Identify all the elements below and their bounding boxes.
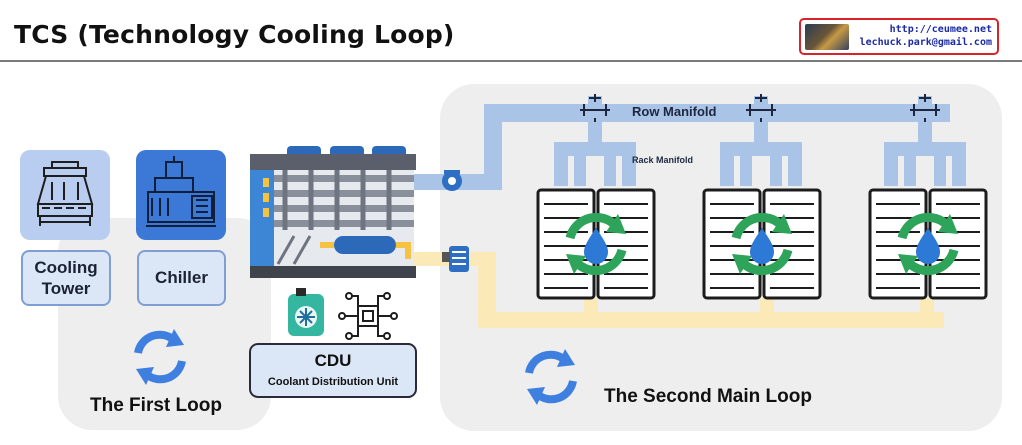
cdu-label-box: CDU Coolant Distribution Unit bbox=[249, 343, 417, 398]
chiller-icon bbox=[146, 156, 216, 227]
cdu-unit-icon bbox=[250, 146, 416, 278]
return-pipe bbox=[414, 252, 944, 328]
page-title: TCS (Technology Cooling Loop) bbox=[14, 20, 455, 49]
valve-icons bbox=[580, 94, 940, 126]
rack-cooling-cycle-icon-3 bbox=[897, 212, 959, 276]
cdu-title: CDU bbox=[314, 351, 352, 370]
filter-icon bbox=[442, 246, 469, 272]
row-manifold-label: Row Manifold bbox=[632, 104, 717, 119]
first-loop-label: The First Loop bbox=[90, 395, 222, 416]
cdu-subtitle: Coolant Distribution Unit bbox=[267, 376, 399, 388]
rack-cooling-cycle-icon-1 bbox=[565, 212, 627, 276]
chiller-label: Chiller bbox=[137, 250, 226, 306]
second-loop-label: The Second Main Loop bbox=[604, 386, 812, 407]
second-loop-cycle-icon bbox=[525, 349, 577, 405]
author-badge: http://ceumee.net lechuck.park@gmail.com bbox=[799, 18, 999, 55]
title-divider bbox=[0, 60, 1022, 62]
pump-icon bbox=[442, 170, 462, 191]
author-email[interactable]: lechuck.park@gmail.com bbox=[859, 37, 992, 48]
circuit-chip-icon bbox=[338, 292, 398, 340]
coolant-jug-icon bbox=[288, 288, 324, 336]
author-photo bbox=[805, 24, 849, 50]
rack-manifold-label: Rack Manifold bbox=[632, 155, 694, 165]
server-rack-group-1 bbox=[536, 188, 656, 300]
author-url[interactable]: http://ceumee.net bbox=[889, 24, 992, 35]
cooling-tower-icon bbox=[36, 161, 94, 226]
cooling-tower-label: Cooling Tower bbox=[21, 250, 111, 306]
rack-cooling-cycle-icon-2 bbox=[731, 212, 793, 276]
server-rack-group-3 bbox=[868, 188, 988, 300]
rack-manifolds bbox=[554, 122, 966, 186]
server-rack-group-2 bbox=[702, 188, 822, 300]
first-loop-cycle-icon bbox=[134, 329, 186, 385]
